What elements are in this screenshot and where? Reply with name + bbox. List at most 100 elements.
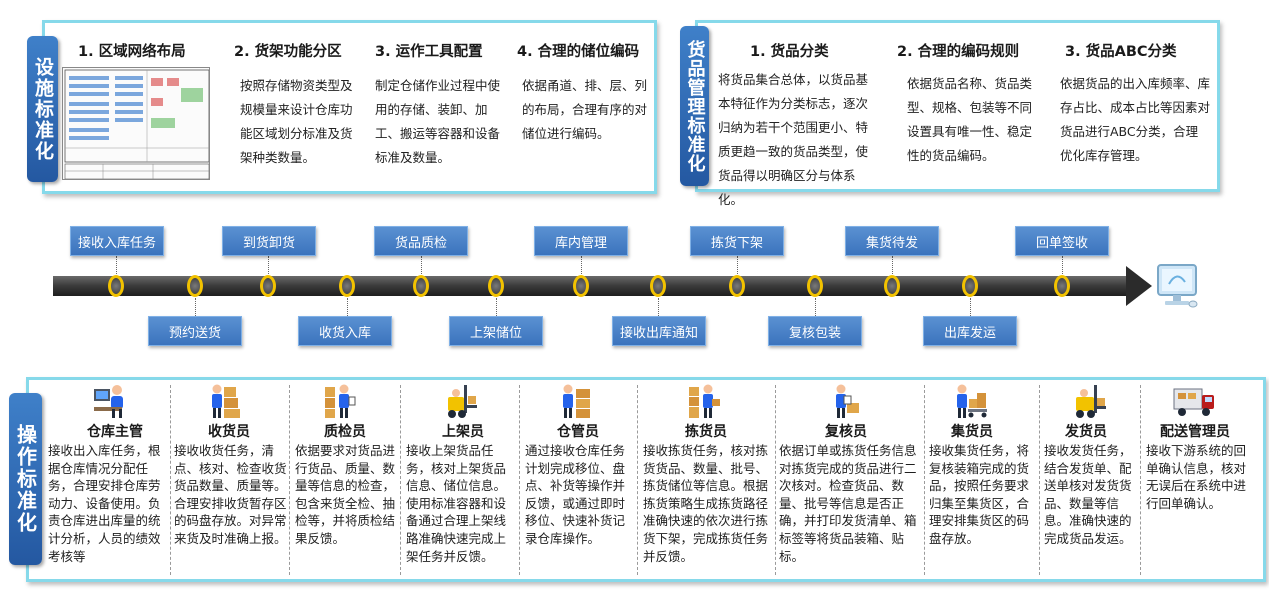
- computer-icon: [1155, 262, 1201, 310]
- computer-worker-icon: [92, 383, 126, 419]
- role-description: 通过接收仓库任务计划完成移位、盘点、补货等操作并反馈，或通过即时移位、快速补货记…: [525, 443, 626, 546]
- step-receive-outbound-notice: 接收出库通知: [612, 316, 706, 346]
- timeline-node: [729, 275, 745, 297]
- role-receiver: 收货员 接收收货任务，清点、核对、检查收货货品数量、质量等。合理安排收货暂存区的…: [174, 383, 288, 578]
- connector: [970, 298, 971, 316]
- connector: [815, 298, 816, 316]
- step-quality-check: 货品质检: [374, 226, 468, 256]
- goods-col-1-title: 1. 货品分类: [750, 44, 829, 60]
- connector: [195, 298, 196, 316]
- role-title: 仓管员: [557, 424, 599, 440]
- role-description: 接收拣货任务，核对拣货货品、数量、批号、拣货储位等信息。根据拣货策略生成拣货路径…: [643, 443, 769, 564]
- connector: [421, 256, 422, 274]
- facility-col-2-title: 2. 货架功能分区: [234, 44, 342, 60]
- timeline-node: [962, 275, 978, 297]
- step-review-packing: 复核包装: [768, 316, 862, 346]
- checker-icon: [826, 383, 860, 419]
- connector: [496, 298, 497, 316]
- floorplan-icon: [64, 69, 209, 179]
- column-divider: [170, 385, 171, 575]
- boxes-worker-icon: [208, 383, 242, 419]
- column-divider: [924, 385, 925, 575]
- step-appointment-delivery: 预约送货: [148, 316, 242, 346]
- truck-icon: [1172, 383, 1216, 419]
- step-outbound-shipping: 出库发运: [923, 316, 1017, 346]
- connector: [268, 256, 269, 274]
- step-putaway: 上架储位: [449, 316, 543, 346]
- goods-col-3-title: 3. 货品ABC分类: [1065, 44, 1177, 60]
- timeline-node: [488, 275, 504, 297]
- dispatcher-icon: [1072, 383, 1106, 419]
- step-arrival-unloading: 到货卸货: [222, 226, 316, 256]
- step-inventory-management: 库内管理: [534, 226, 628, 256]
- column-divider: [775, 385, 776, 575]
- facility-col-3-text: 制定仓储作业过程中使用的存储、装卸、加工、搬运等容器和设备标准及数量。: [375, 78, 501, 165]
- facility-col-4-title: 4. 合理的储位编码: [517, 44, 640, 60]
- step-receive-inbound-task: 接收入库任务: [70, 226, 164, 256]
- collector-icon: [953, 383, 987, 419]
- role-description: 接收上架货品任务，核对上架货品信息、储位信息。使用标准容器和设备通过合理上架线路…: [406, 443, 507, 564]
- timeline-node: [650, 275, 666, 297]
- connector: [116, 256, 117, 274]
- step-picking: 拣货下架: [690, 226, 784, 256]
- timeline-node: [413, 275, 429, 297]
- process-arrow: [53, 276, 1131, 296]
- warehouse-layout-drawing: [62, 67, 210, 180]
- timeline-node: [573, 275, 589, 297]
- role-title: 复核员: [825, 424, 867, 440]
- goods-col-2-title: 2. 合理的编码规则: [897, 44, 1020, 60]
- role-collector: 集货员 接收集货任务，将复核装箱完成的货品，按照任务要求归集至集货区，合理安排集…: [929, 383, 1037, 578]
- timeline-node: [1054, 275, 1070, 297]
- timeline-node: [187, 275, 203, 297]
- connector: [658, 298, 659, 316]
- role-title: 拣货员: [685, 424, 727, 440]
- goods-management-panel: [695, 20, 1220, 192]
- column-divider: [1140, 385, 1141, 575]
- goods-management-tag: 货品管理标准化: [680, 26, 709, 186]
- role-warehouse-keeper: 仓管员 通过接收仓库任务计划完成移位、盘点、补货等操作并反馈，或通过即时移位、快…: [525, 383, 633, 578]
- goods-col-3-text: 依据货品的出入库频率、库存占比、成本占比等因素对货品进行ABC分类，合理优化库存…: [1060, 76, 1211, 163]
- role-putaway-operator: 上架员 接收上架货品任务，核对上架货品信息、储位信息。使用标准容器和设备通过合理…: [406, 383, 518, 578]
- inspector-icon: [323, 383, 357, 419]
- step-consolidation: 集货待发: [845, 226, 939, 256]
- role-checker: 复核员 依据订单或拣货任务信息对拣货完成的货品进行二次核对。检查货品、数量、批号…: [779, 383, 922, 578]
- facility-standardization-tag: 设施标准化: [27, 36, 58, 182]
- connector: [1062, 256, 1063, 274]
- forklift-icon: [444, 383, 478, 419]
- role-description: 接收下游系统的回单确认信息，核对无误后在系统中进行回单确认。: [1146, 443, 1247, 511]
- role-delivery-manager: 配送管理员 接收下游系统的回单确认信息，核对无误后在系统中进行回单确认。: [1146, 383, 1254, 578]
- timeline-node: [339, 275, 355, 297]
- role-picker: 拣货员 接收拣货任务，核对拣货货品、数量、批号、拣货储位等信息。根据拣货策略生成…: [643, 383, 773, 578]
- picker-icon: [687, 383, 721, 419]
- timeline-node: [807, 275, 823, 297]
- role-description: 接收出入库任务，根据仓库情况分配任务，合理安排仓库劳动力、设备使用。负责仓库进出…: [48, 443, 161, 564]
- operations-standardization-tag: 操作标准化: [9, 393, 42, 565]
- role-title: 仓库主管: [87, 424, 143, 440]
- column-divider: [1039, 385, 1040, 575]
- role-inspector: 质检员 依据要求对货品进行货品、质量、数量等信息的检查，包含来货全检、抽检等，并…: [295, 383, 399, 578]
- role-description: 接收发货任务，结合发货单、配送单核对发货货品、数量等信息。准确快速的完成货品发运…: [1044, 443, 1132, 546]
- step-receipt-signoff: 回单签收: [1015, 226, 1109, 256]
- facility-col-2-text: 按照存储物资类型及规模量来设计仓库功能区域划分标准及货架种类数量。: [240, 78, 353, 165]
- shelf-worker-icon: [559, 383, 593, 419]
- role-title: 配送管理员: [1160, 424, 1230, 440]
- connector: [581, 256, 582, 274]
- role-title: 集货员: [951, 424, 993, 440]
- arrow-head-icon: [1126, 266, 1152, 306]
- role-warehouse-supervisor: 仓库主管 接收出入库任务，根据仓库情况分配任务，合理安排仓库劳动力、设备使用。负…: [48, 383, 166, 578]
- timeline-node: [884, 275, 900, 297]
- timeline-node: [260, 275, 276, 297]
- role-description: 依据订单或拣货任务信息对拣货完成的货品进行二次核对。检查货品、数量、批号等信息是…: [779, 443, 917, 564]
- facility-col-3-title: 3. 运作工具配置: [375, 44, 483, 60]
- column-divider: [519, 385, 520, 575]
- facility-col-4-text: 依据甬道、排、层、列的布局，合理有序的对储位进行编码。: [522, 78, 648, 141]
- connector: [892, 256, 893, 274]
- facility-col-1-title: 1. 区域网络布局: [78, 44, 186, 60]
- role-description: 接收集货任务，将复核装箱完成的货品，按照任务要求归集至集货区，合理安排集货区的码…: [929, 443, 1030, 546]
- role-description: 依据要求对货品进行货品、质量、数量等信息的检查，包含来货全检、抽检等，并将质检结…: [295, 443, 396, 546]
- timeline-node: [108, 275, 124, 297]
- role-title: 上架员: [442, 424, 484, 440]
- column-divider: [400, 385, 401, 575]
- role-title: 发货员: [1065, 424, 1107, 440]
- step-receiving-warehousing: 收货入库: [298, 316, 392, 346]
